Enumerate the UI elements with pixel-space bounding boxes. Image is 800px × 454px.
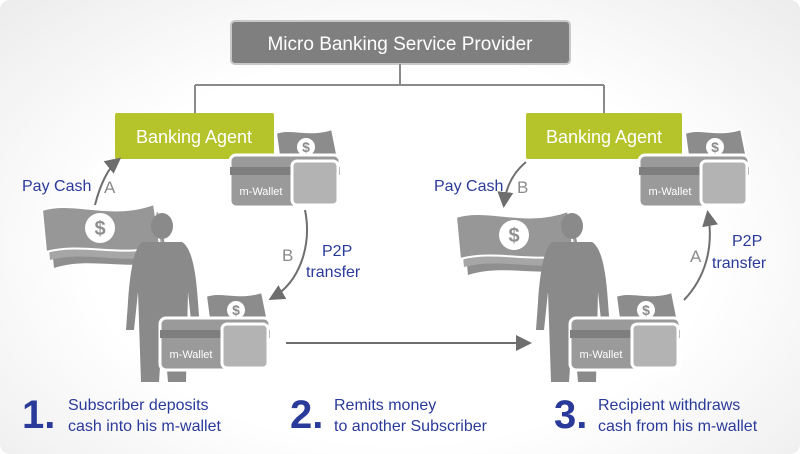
right-step-a-label: A [690,247,702,266]
step-3-line1: Recipient withdraws [598,397,740,414]
right-p2p-label-line1: P2P [732,233,762,250]
svg-text:$: $ [302,139,310,155]
agent-left-wallet-icon: $ m-Wallet [228,127,342,209]
step-2: 2. Remits money to another Subscriber [290,393,488,437]
svg-text:$: $ [711,139,719,155]
step-1-number: 1. [22,393,55,437]
subscriber-left-wallet-icon: $ m-Wallet [158,290,272,372]
svg-text:$: $ [508,225,519,247]
banking-agent-left: Banking Agent [115,113,274,159]
step-2-line1: Remits money [334,397,436,414]
service-provider-box: Micro Banking Service Provider [230,20,571,65]
step-2-number: 2. [290,393,323,437]
right-step-b-label: B [517,178,528,197]
svg-text:m-Wallet: m-Wallet [240,186,283,198]
step-3: 3. Recipient withdraws cash from his m-w… [554,393,758,437]
svg-text:m-Wallet: m-Wallet [649,186,692,198]
left-pay-cash-label: Pay Cash [22,178,91,195]
service-provider-label: Micro Banking Service Provider [267,34,533,55]
arrow-left-p2p [268,209,308,300]
right-p2p-label-line2: transfer [712,255,767,272]
step-1-line2: cash into his m-wallet [68,418,222,435]
recipient-right-wallet-icon: $ m-Wallet [568,290,682,372]
banking-agent-right: Banking Agent [526,113,682,159]
arrow-left-pay-cash [94,157,122,206]
left-p2p-label-line1: P2P [322,243,352,260]
step-3-number: 3. [554,393,587,437]
step-2-line2: to another Subscriber [334,418,488,435]
right-pay-cash-label: Pay Cash [434,178,503,195]
hierarchy-connectors [194,64,605,113]
svg-text:$: $ [94,218,105,240]
cash-stack-left-icon: $ [41,203,169,269]
svg-text:m-Wallet: m-Wallet [170,349,213,361]
left-step-a-label: A [104,178,116,197]
svg-text:$: $ [232,302,240,318]
arrow-right-withdraw [683,210,718,301]
svg-text:$: $ [642,302,650,318]
banking-agent-right-label: Banking Agent [546,127,662,147]
agent-right-wallet-icon: $ m-Wallet [637,127,751,209]
step-1: 1. Subscriber deposits cash into his m-w… [22,393,222,437]
svg-text:m-Wallet: m-Wallet [580,349,623,361]
left-p2p-label-line2: transfer [306,264,361,281]
cash-stack-right-icon: $ [455,210,583,276]
left-step-b-label: B [282,246,293,265]
arrow-right-pay-cash [497,161,527,208]
step-1-line1: Subscriber deposits [68,397,209,414]
banking-agent-left-label: Banking Agent [136,127,252,147]
step-3-line2: cash from his m-wallet [598,418,758,435]
